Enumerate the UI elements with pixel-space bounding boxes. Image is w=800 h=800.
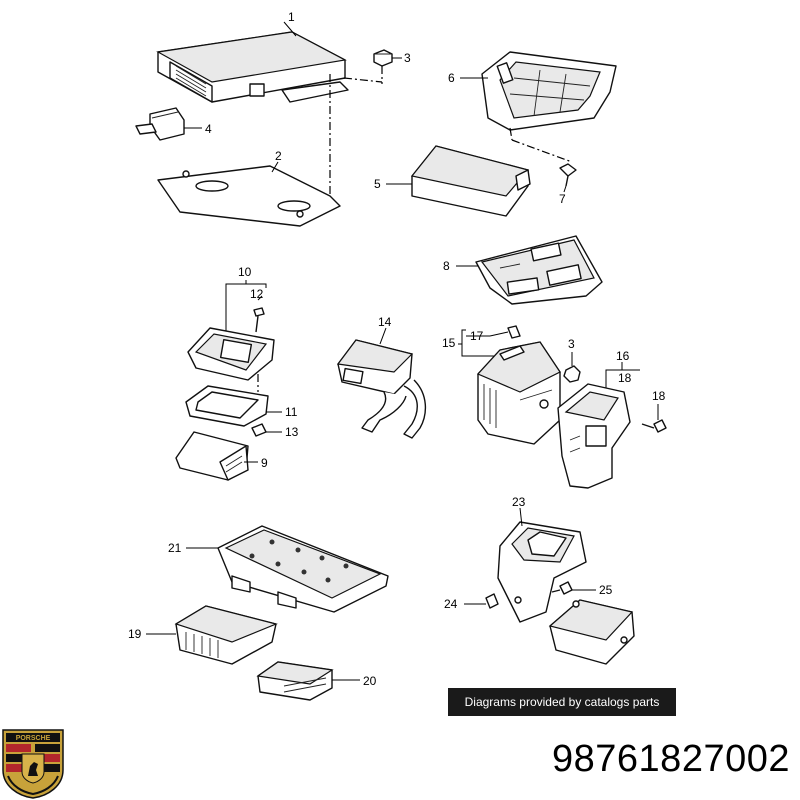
part-22-airbag-unit [548, 599, 635, 665]
part-2-mounting-plate [157, 165, 341, 227]
callout-14: 14 [378, 315, 392, 329]
part-20-module [256, 661, 334, 701]
callout-15: 15 [442, 336, 456, 350]
part-16-cover [557, 383, 631, 489]
callout-17: 17 [470, 329, 484, 343]
part-15-relay-box [476, 341, 561, 445]
callout-19: 19 [128, 627, 142, 641]
part-9-module [175, 431, 249, 481]
callout-12: 12 [250, 287, 264, 301]
part-13-clip [251, 423, 267, 437]
part-1-control-unit [156, 31, 349, 103]
callout-2: 2 [275, 149, 282, 163]
callout-10: 10 [238, 265, 252, 279]
part-14-harness-module [336, 339, 427, 439]
part-8-relay-carrier [475, 235, 603, 305]
callout-11: 11 [285, 405, 298, 419]
part-25-screw [551, 581, 573, 595]
callout-18b: 18 [652, 389, 666, 403]
callout-7: 7 [559, 192, 566, 206]
callout-1: 1 [288, 10, 295, 24]
part-21-tray [217, 525, 389, 613]
part-23-bracket [497, 521, 587, 623]
part-19-module [174, 605, 278, 665]
callout-21: 21 [168, 541, 182, 555]
part-7-screw [559, 163, 577, 187]
callout-4: 4 [205, 122, 212, 136]
part-24-clip [485, 593, 499, 609]
part-10-cover [187, 327, 275, 381]
callout-3: 3 [404, 51, 411, 65]
callout-25: 25 [599, 583, 613, 597]
part-17-clip [507, 325, 521, 339]
callout-23: 23 [512, 495, 526, 509]
callout-13: 13 [285, 425, 299, 439]
porsche-crest-logo: PORSCHE [2, 729, 64, 799]
callout-6: 6 [448, 71, 455, 85]
callout-5: 5 [374, 177, 381, 191]
part-3-nut [373, 49, 393, 67]
callout-9: 9 [261, 456, 268, 470]
callout-8: 8 [443, 259, 450, 273]
attribution-banner: Diagrams provided by catalogs parts [448, 688, 676, 716]
part-4-bracket [135, 107, 185, 141]
callout-24: 24 [444, 597, 458, 611]
part-number: 98761827002 [552, 738, 790, 780]
part-3b-nut [563, 365, 581, 383]
callout-20: 20 [363, 674, 377, 688]
callout-18a: 18 [618, 371, 632, 385]
part-11-gasket [185, 385, 269, 427]
svg-text:PORSCHE: PORSCHE [16, 735, 51, 742]
part-5-module-box [410, 145, 531, 217]
part-12-screw [253, 307, 265, 333]
part-18-screw [641, 419, 667, 433]
callout-3b: 3 [568, 337, 575, 351]
callout-16: 16 [616, 349, 630, 363]
part-6-frame-bracket [481, 51, 617, 131]
